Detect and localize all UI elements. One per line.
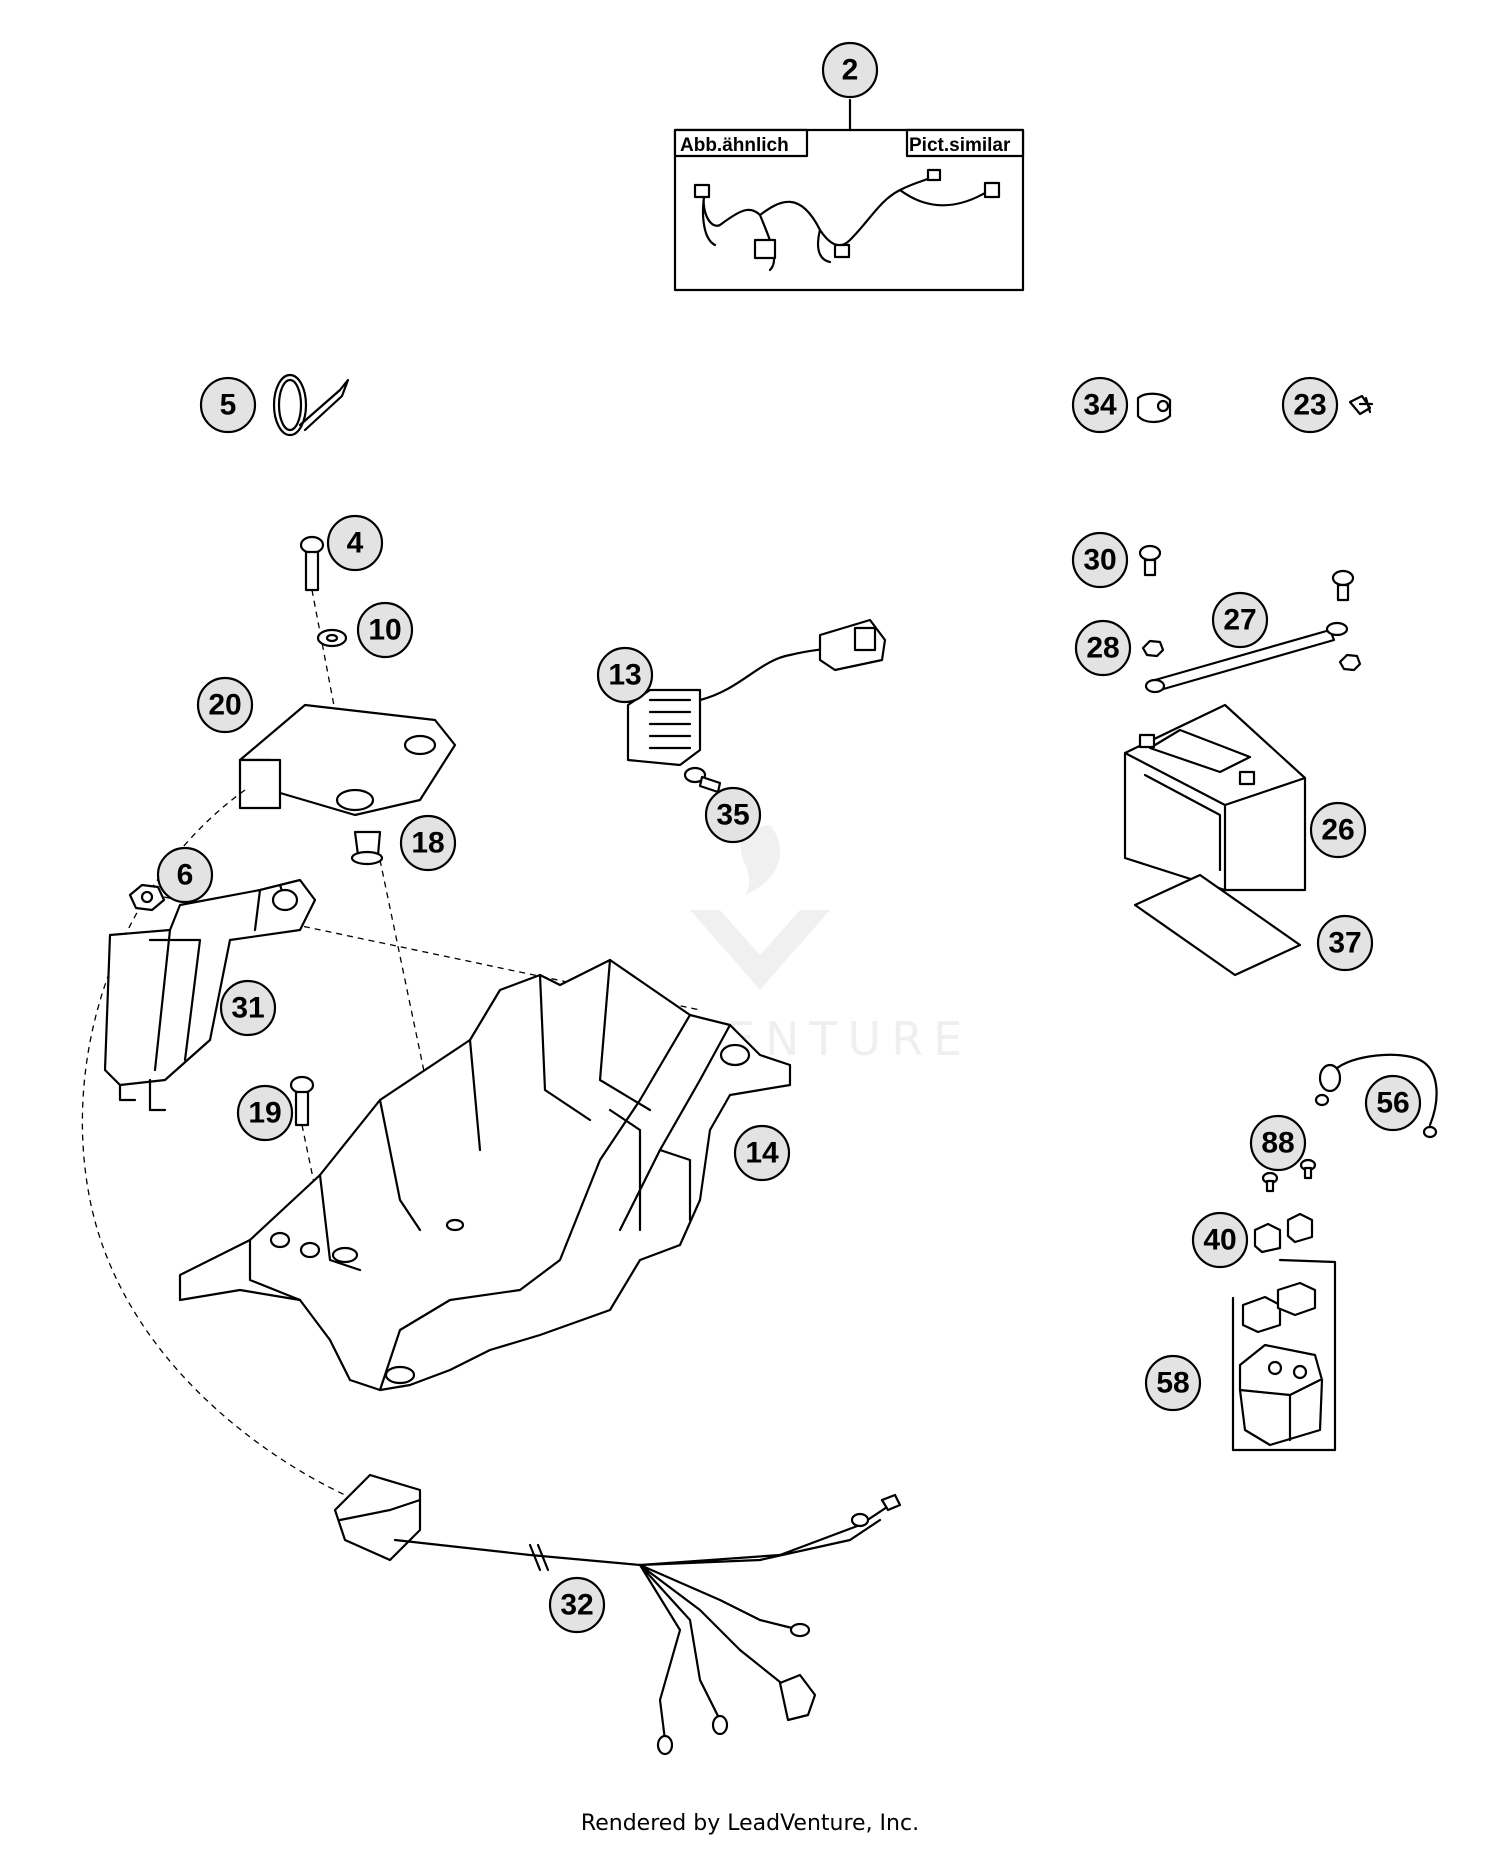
callout-label: 20 <box>208 689 241 722</box>
callout-label: 88 <box>1261 1127 1294 1160</box>
callout-label: 6 <box>177 859 194 892</box>
part-28-nut <box>1141 639 1362 672</box>
inset-label-right: Pict.similar <box>909 135 1011 156</box>
inset-label-left: Abb.ähnlich <box>680 135 789 156</box>
part-20-control-unit <box>81 703 457 1496</box>
callout-31: 31 <box>219 979 277 1037</box>
part-58-starter-relay <box>1231 1258 1337 1452</box>
callout-14: 14 <box>733 1124 791 1182</box>
part-56-starter-cable <box>1314 1053 1438 1139</box>
callout-28: 28 <box>1074 619 1132 677</box>
callout-19: 19 <box>236 1084 294 1142</box>
part-26-battery <box>1123 703 1307 892</box>
callout-label: 5 <box>220 389 237 422</box>
callout-20: 20 <box>196 676 254 734</box>
callout-label: 30 <box>1083 544 1116 577</box>
part-35-screw <box>683 766 722 794</box>
callout-58: 58 <box>1144 1354 1202 1412</box>
callout-label: 34 <box>1083 389 1117 422</box>
callout-32: 32 <box>548 1576 606 1634</box>
callout-label: 27 <box>1223 604 1256 637</box>
callout-label: 2 <box>842 54 859 87</box>
callout-56: 56 <box>1364 1074 1422 1132</box>
footer-credit: Rendered by LeadVenture, Inc. <box>581 1811 919 1836</box>
callout-label: 40 <box>1203 1224 1236 1257</box>
callout-5: 5 <box>199 376 257 434</box>
part-34-rubber-cap <box>1136 392 1172 424</box>
part-32-wiring-harness <box>333 1473 902 1756</box>
part-2-wiring-harness-inset: Abb.ähnlich Pict.similar <box>673 98 1025 292</box>
part-31-bracket <box>103 878 317 1112</box>
part-88-screw <box>1261 1158 1317 1193</box>
part-14-holder-frame <box>178 958 792 1392</box>
part-13-voltage-regulator <box>626 618 887 767</box>
callout-6: 6 <box>156 846 214 904</box>
part-37-battery-pad <box>1133 873 1302 977</box>
part-30-bolt <box>1138 544 1355 602</box>
callout-label: 28 <box>1086 632 1119 665</box>
part-4-bolt <box>299 535 351 791</box>
part-23-clip <box>1348 394 1374 416</box>
callout-34: 34 <box>1071 376 1129 434</box>
callout-label: 14 <box>745 1137 779 1170</box>
callout-label: 56 <box>1376 1087 1409 1120</box>
callout-2: 2 <box>821 41 879 99</box>
callout-label: 26 <box>1321 814 1354 847</box>
callout-label: 4 <box>347 527 364 560</box>
part-5-cable-tie <box>272 373 350 437</box>
callout-label: 23 <box>1293 389 1326 422</box>
callout-label: 32 <box>560 1589 593 1622</box>
callout-30: 30 <box>1071 531 1129 589</box>
callout-27: 27 <box>1211 591 1269 649</box>
callout-35: 35 <box>704 786 762 844</box>
callout-label: 10 <box>368 614 401 647</box>
callout-26: 26 <box>1309 801 1367 859</box>
callout-label: 18 <box>411 827 444 860</box>
callout-label: 13 <box>608 659 641 692</box>
callout-label: 58 <box>1156 1367 1189 1400</box>
callout-10: 10 <box>356 601 414 659</box>
callout-13: 13 <box>596 646 654 704</box>
callout-4: 4 <box>326 514 384 572</box>
part-18-grommet <box>350 830 456 1221</box>
callout-23: 23 <box>1281 376 1339 434</box>
callout-label: 37 <box>1328 927 1361 960</box>
callout-88: 88 <box>1249 1114 1307 1172</box>
callout-label: 31 <box>231 992 264 1025</box>
callout-37: 37 <box>1316 914 1374 972</box>
callout-label: 19 <box>248 1097 281 1130</box>
callout-40: 40 <box>1191 1211 1249 1269</box>
part-10-washer <box>316 628 348 648</box>
part-40-fuse <box>1253 1212 1314 1254</box>
callout-18: 18 <box>399 814 457 872</box>
callout-label: 35 <box>716 799 749 832</box>
part-27-cable <box>1144 621 1349 694</box>
